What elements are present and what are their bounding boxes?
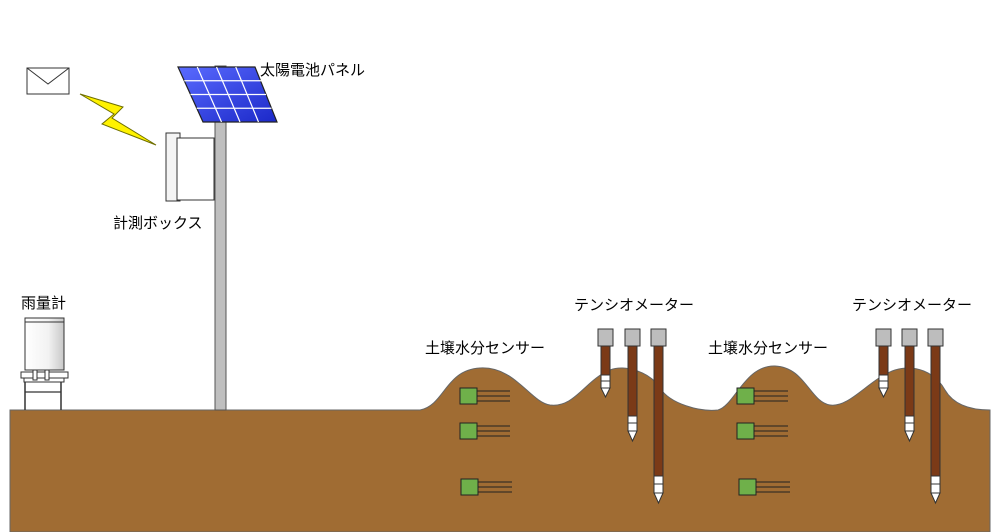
soil-moisture-sensor — [459, 422, 510, 440]
soil-moisture-sensor — [460, 478, 512, 496]
tensiometer — [875, 328, 892, 399]
soil-moisture-sensor — [738, 478, 790, 496]
tensiometer — [597, 328, 614, 399]
lightning-bolt-icon — [79, 93, 157, 146]
rain-gauge-label: 雨量計 — [21, 294, 67, 312]
measurement-box-label: 計測ボックス — [113, 214, 203, 232]
soil-moisture-sensor-label: 土壌水分センサー — [708, 339, 829, 357]
tensiometer — [901, 328, 918, 443]
soil-moisture-sensor — [459, 387, 510, 405]
solar-pole — [214, 65, 227, 411]
tensiometer-label: テンシオメーター — [852, 296, 973, 314]
rain-gauge — [20, 317, 69, 410]
soil-moisture-sensor — [736, 387, 788, 405]
solar-panel-label: 太陽電池パネル — [260, 61, 366, 79]
soil-moisture-sensor — [736, 422, 788, 440]
soil-moisture-sensor-label: 土壌水分センサー — [425, 339, 546, 357]
solar-panel — [177, 66, 278, 123]
tensiometer — [624, 328, 641, 443]
tensiometer-label: テンシオメーター — [574, 296, 695, 314]
measurement-box — [165, 132, 215, 202]
envelope-icon — [26, 67, 70, 95]
tensiometer — [927, 328, 944, 505]
tensiometer — [650, 328, 667, 505]
